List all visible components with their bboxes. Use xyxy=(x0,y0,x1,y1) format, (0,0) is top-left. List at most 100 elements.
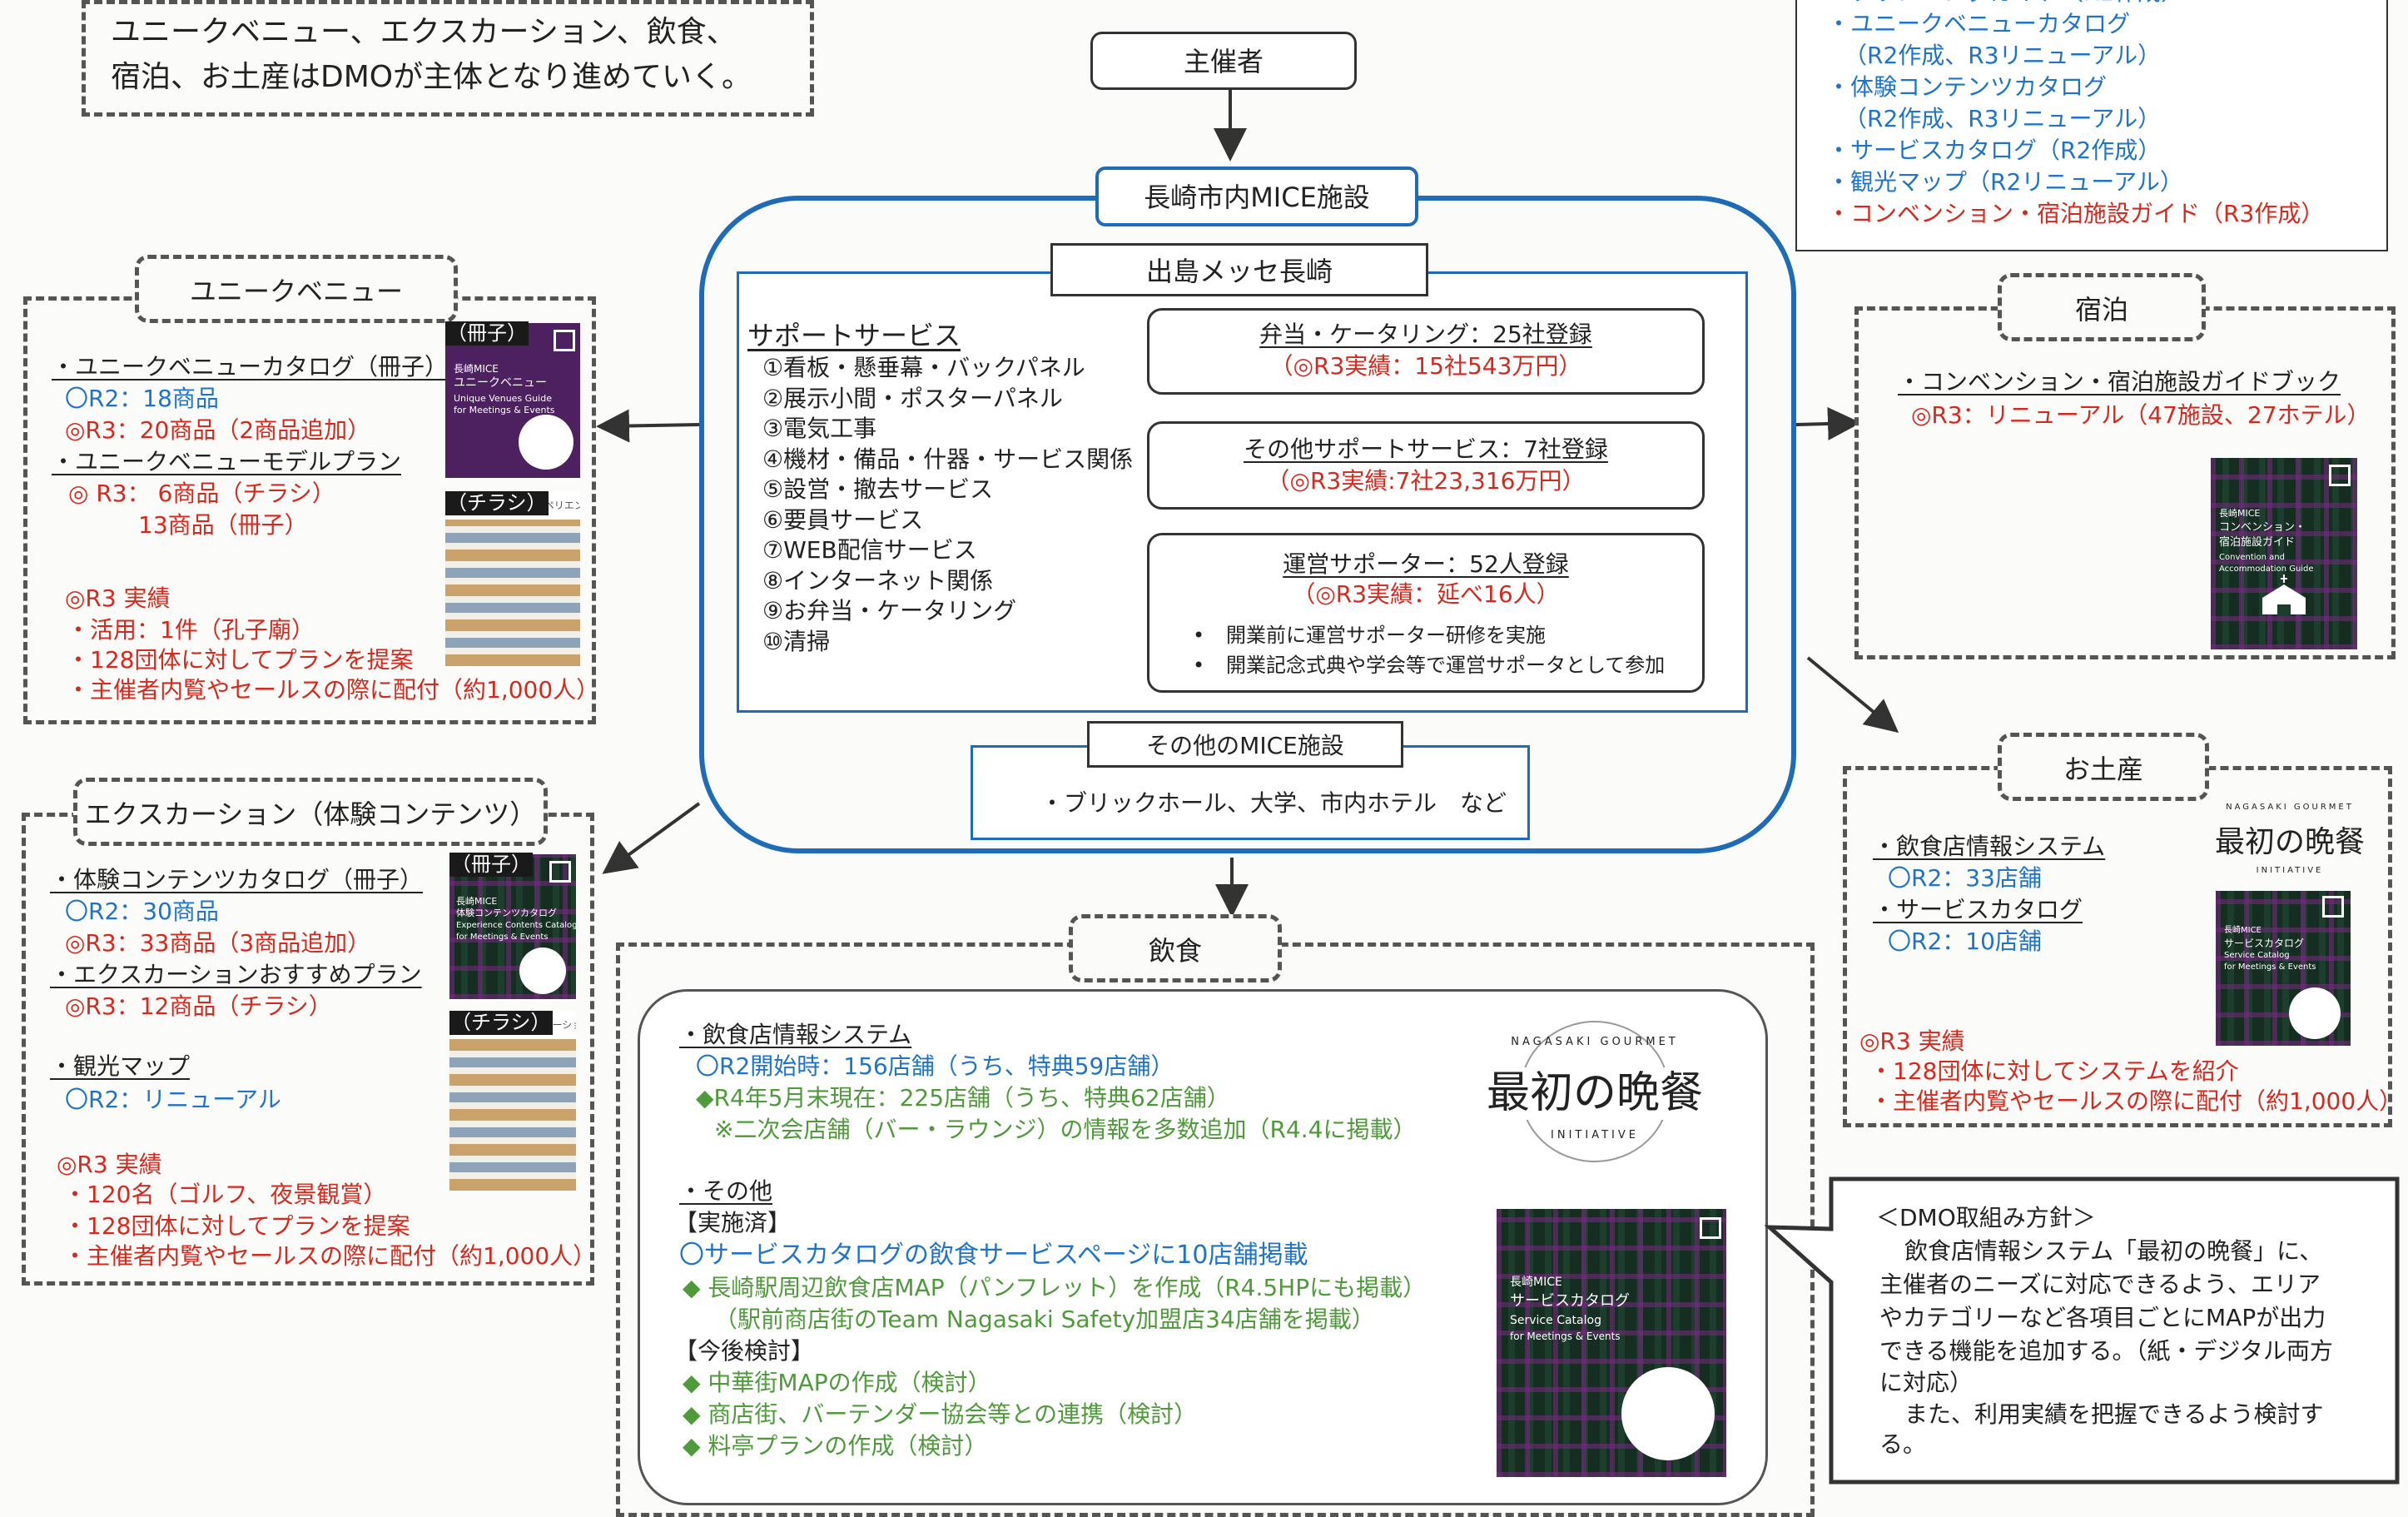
organizer-box: 主催者 xyxy=(1090,32,1357,90)
uv-catalog-cover: 長崎MICE ユニークベニュー Unique Venues Guide for … xyxy=(445,323,580,478)
support-item: ⑥要員サービス xyxy=(762,505,924,534)
deliverables-list-box: ・プランニングガイド（R2作成） ・ユニークベニューカタログ （R2作成、R3リ… xyxy=(1795,0,2388,251)
ex-r3-line: ◎R3：33商品（3商品追加） xyxy=(65,929,371,957)
arrow-to-souvenir xyxy=(1806,656,1899,734)
deliverable-ex-catalog: ・体験コンテンツカタログ xyxy=(1827,73,2108,101)
ex-result-1: ・120名（ゴルフ、夜景観賞） xyxy=(63,1181,387,1208)
uv-r3-line: ◎R3：20商品（2商品追加） xyxy=(65,416,371,444)
ex-cover-text-1: 長崎MICE xyxy=(456,896,498,907)
deliverable-lodging-guide: ・コンベンション・宿泊施設ガイド（R3作成） xyxy=(1827,200,2325,227)
operation-supporter-bullet-1: 開業前に運営サポーター研修を実施 xyxy=(1226,624,1546,647)
dmo-policy-line-7: る。 xyxy=(1879,1430,1927,1458)
dining-other-heading: ・その他 xyxy=(679,1177,773,1205)
dn-cover-text-2: サービスカタログ xyxy=(1510,1292,1630,1310)
mice-logo-icon xyxy=(1700,1217,1721,1239)
arrow-to-excursion xyxy=(602,802,701,874)
support-item: ②展示小間・ポスターパネル xyxy=(762,384,1063,412)
support-services-list: ①看板・懸垂幕・バックパネル ②展示小間・ポスターパネル ③電気工事 ④機材・備… xyxy=(762,353,1133,657)
souvenir-result-2: ・主催者内覧やセールスの際に配付（約1,000人） xyxy=(1869,1087,2403,1115)
sv-cover-text-1: 長崎MICE xyxy=(2224,926,2262,935)
mice-title: 長崎市内MICE施設 xyxy=(1144,182,1370,213)
logo-arc-top: NAGASAKI GOURMET xyxy=(1511,1036,1679,1048)
mice-logo-icon xyxy=(554,330,575,351)
logo-arc-bottom: INITIATIVE xyxy=(1551,1129,1639,1141)
souvenir-info-system-line: ・飲食店情報システム xyxy=(1873,833,2106,860)
support-item: ③電気工事 xyxy=(762,415,877,442)
dining-done-3: （駅前商店街のTeam Nagasaki Safety加盟店34店舗を掲載） xyxy=(714,1306,1375,1333)
bullet-dot: • xyxy=(1193,624,1205,647)
operation-supporter-box: 運営サポーター：52人登録 （◎R3実績：延べ16人） • 開業前に運営サポータ… xyxy=(1147,533,1705,693)
support-item: ⑩清掃 xyxy=(762,627,831,655)
ex-cover-text-4: for Meetings & Events xyxy=(456,933,549,942)
souvenir-gourmet-logo: NAGASAKI GOURMET 最初の晩餐 INITIATIVE xyxy=(2202,803,2377,886)
dn-cover-text-3: Service Catalog xyxy=(1510,1314,1601,1327)
uv-cover-text-2: ユニークベニュー xyxy=(454,376,547,390)
dining-future-3: ◆ 料亭プランの作成（検討） xyxy=(683,1432,988,1460)
dining-service-catalog-cover: 長崎MICE サービスカタログ Service Catalog for Meet… xyxy=(1497,1209,1726,1477)
support-item: ①看板・懸垂幕・バックパネル xyxy=(762,354,1085,381)
mice-logo-icon xyxy=(2322,896,2344,918)
dmo-policy-line-3: やカテゴリーなど各項目ごとにMAPが出力 xyxy=(1879,1304,2326,1331)
arrow-to-unique-venue xyxy=(596,409,700,443)
uv-tag-book: （冊子） xyxy=(445,321,529,346)
ex-cover-text-2: 体験コンテンツカタログ xyxy=(456,908,557,918)
ex-plan-r3-line: ◎R3：12商品（チラシ） xyxy=(65,992,332,1020)
arrow-to-lodging xyxy=(1795,406,1861,440)
other-support-box: その他サポートサービス：7社登録 （◎R3実績:7社23,316万円） xyxy=(1147,421,1705,510)
ex-map-r2-line: 〇R2：リニューアル xyxy=(65,1086,281,1113)
ex-plan-line: ・エクスカーションおすすめプラン xyxy=(50,961,422,988)
ex-tag-flyer: （チラシ） xyxy=(449,1011,553,1036)
ex-tag-book: （冊子） xyxy=(449,853,533,878)
support-services-heading: サポートサービス xyxy=(747,320,961,351)
other-support-title: その他サポートサービス：7社登録 xyxy=(1244,435,1608,463)
excursion-title: エクスカーション（体験コンテンツ） xyxy=(84,798,537,830)
ex-result-3: ・主催者内覧やセールスの際に配付（約1,000人） xyxy=(63,1242,597,1270)
souvenir-info-r2-line: 〇R2：33店舗 xyxy=(1888,864,2042,892)
dining-future-1: ◆ 中華街MAPの作成（検討） xyxy=(683,1369,991,1396)
other-support-result: （◎R3実績:7社23,316万円） xyxy=(1266,467,1586,495)
uv-cover-text-1: 長崎MICE xyxy=(454,363,499,375)
dining-gourmet-logo: NAGASAKI GOURMET 最初の晩餐 INITIATIVE xyxy=(1470,1021,1720,1162)
lodging-cover-text-1: 長崎MICE xyxy=(2219,508,2261,519)
dining-info-system-line: ・飲食店情報システム xyxy=(679,1021,912,1048)
mice-title-tab: 長崎市内MICE施設 xyxy=(1095,167,1418,226)
dining-tab: 飲食 xyxy=(1069,914,1282,982)
dmo-policy-line-4: できる機能を追加する。（紙・デジタル両方 xyxy=(1879,1337,2333,1365)
lodging-cover-text-5: Accommodation Guide xyxy=(2219,565,2314,574)
dmo-policy-line-5: に対応） xyxy=(1879,1369,1974,1396)
ex-result-2: ・128団体に対してプランを提案 xyxy=(63,1212,410,1240)
logo-arc-bottom: INITIATIVE xyxy=(2256,866,2324,875)
dmo-policy-line-1: 飲食店情報システム「最初の晩餐」に、 xyxy=(1904,1237,2323,1265)
dining-done-1: 〇サービスカタログの飲食サービスページに10店舗掲載 xyxy=(679,1241,1308,1270)
bento-emblem-icon xyxy=(1621,1367,1715,1460)
uv-model-plan-line: ・ユニークベニューモデルプラン xyxy=(52,448,402,475)
uv-cover-text-4: for Meetings & Events xyxy=(454,405,555,415)
dn-cover-text-4: for Meetings & Events xyxy=(1510,1330,1621,1342)
souvenir-result-1: ・128団体に対してシステムを紹介 xyxy=(1869,1057,2239,1085)
lodging-tab: 宿泊 xyxy=(1998,273,2206,341)
uv-result-1: ・活用：1件（孔子廟） xyxy=(67,616,315,644)
bento-emblem-icon xyxy=(2289,987,2341,1039)
deliverable-tourism-map: ・観光マップ（R2リニューアル） xyxy=(1827,168,2183,196)
operation-supporter-title: 運営サポーター：52人登録 xyxy=(1283,550,1569,578)
souvenir-service-r2-line: 〇R2：10店舗 xyxy=(1888,928,2042,955)
dining-bar-note: ※二次会店舗（バー・ラウンジ）の情報を多数追加（R4.4に掲載） xyxy=(714,1116,1417,1143)
support-item: ⑦WEB配信サービス xyxy=(762,536,977,564)
dining-title: 飲食 xyxy=(1148,935,1202,967)
lodging-cover-text-3: 宿泊施設ガイド xyxy=(2219,536,2296,549)
dining-future-heading: 【今後検討】 xyxy=(674,1337,815,1365)
dmo-policy-line-6: また、利用実績を把握できるよう検討す xyxy=(1904,1400,2324,1428)
unique-venue-title: ユニークベニュー xyxy=(189,276,403,307)
souvenir-service-catalog-line: ・サービスカタログ xyxy=(1873,896,2083,923)
deliverable-planning-guide: ・プランニングガイド（R2作成） xyxy=(1827,0,2184,7)
bullet-dot: • xyxy=(1193,654,1205,677)
uv-result-3: ・主催者内覧やセールスの際に配付（約1,000人） xyxy=(67,676,600,704)
support-item: ⑤設営・撤去サービス xyxy=(762,475,994,503)
ex-r2-line: 〇R2：30商品 xyxy=(65,898,219,925)
ex-catalog-cover: 長崎MICE 体験コンテンツカタログ Experience Contents C… xyxy=(449,854,576,999)
deliverable-ex-catalog-note: （R2作成、R3リニューアル） xyxy=(1844,105,2162,132)
dejima-messe-title: 出島メッセ長崎 xyxy=(1145,256,1333,287)
support-item: ⑧インターネット関係 xyxy=(762,566,994,594)
